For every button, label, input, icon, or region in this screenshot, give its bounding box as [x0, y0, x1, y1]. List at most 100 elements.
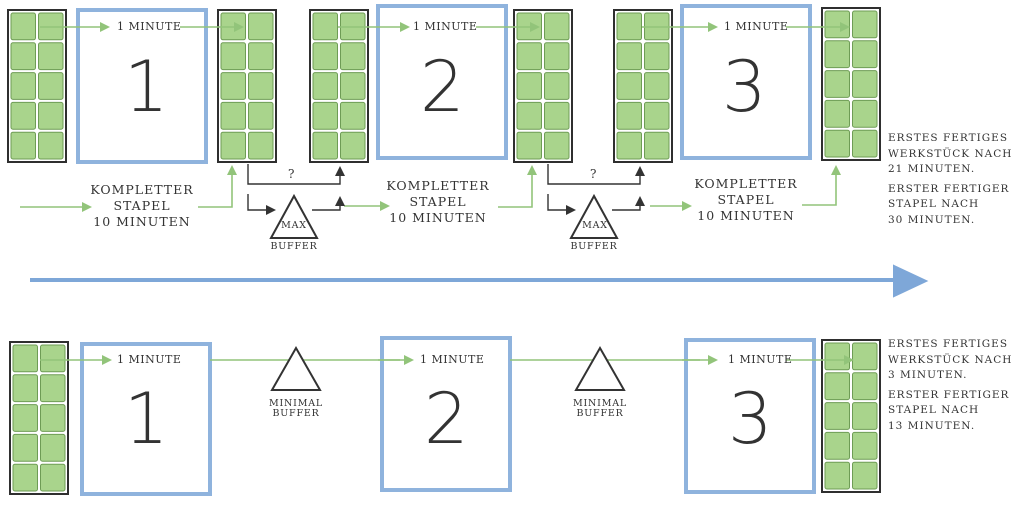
top-step-3-number: 3	[722, 46, 768, 128]
bottom-stack-input-tile	[12, 463, 38, 492]
bottom-note-line-3: 3 Minuten.	[888, 369, 968, 381]
top-process-station-3	[680, 4, 812, 160]
top-note-line-5: Stapel nach	[888, 198, 980, 210]
top-stack-output-tile	[852, 99, 878, 128]
top-stack-2-out-tile	[516, 131, 542, 160]
top-buffer-1-caption: Buffer	[270, 241, 318, 252]
bottom-stack-output-tile	[852, 461, 878, 490]
top-buffer-1-connector	[247, 164, 345, 185]
bottom-buffer-1-caption-line-1: Minimal	[268, 398, 324, 409]
top-stack-output-tile	[824, 40, 850, 69]
top-stack-1-out-tile	[248, 42, 274, 71]
top-stack-input-tile	[10, 131, 36, 160]
top-buffer-2-feed	[547, 194, 576, 215]
top-stack-output-tile	[852, 70, 878, 98]
top-note-line-3: 21 Minuten.	[888, 163, 976, 175]
top-step-2-time-label: 1 Minute	[413, 20, 478, 33]
bottom-buffer-1-caption-line-2: Buffer	[272, 408, 320, 419]
top-stack-2-in-tile	[312, 42, 338, 71]
bottom-process-station-1	[80, 342, 212, 496]
bottom-stack-input-tile	[12, 374, 38, 403]
top-process-station-2	[376, 4, 508, 160]
bottom-step-2-number: 2	[424, 378, 470, 460]
top-stack-2-out-tile	[544, 101, 570, 130]
top-stack-3-in-tile	[644, 101, 670, 130]
top-step-3-stack-label: Kompletter Stapel 10 Minuten	[686, 176, 806, 224]
top-step-1-stack-label-line-1: Kompletter	[90, 182, 194, 197]
bottom-step-3-number: 3	[728, 378, 774, 460]
top-stack-2-in-tile	[312, 131, 338, 160]
bottom-stack-input-tile	[12, 433, 38, 462]
top-note-line-6: 30 Minuten.	[888, 213, 976, 226]
top-stack-1-out-tile	[220, 72, 246, 100]
top-stack-1-out-tile	[248, 72, 274, 100]
bottom-stack-output-tile	[852, 372, 878, 401]
bottom-stack-output-tile	[824, 461, 850, 490]
bottom-stack-input-tile	[40, 404, 66, 432]
bottom-stack-output-tile	[852, 402, 878, 430]
top-stack-input-tile	[10, 42, 36, 71]
top-stack-3-in-tile	[644, 72, 670, 100]
top-stack-3-in-tile	[616, 72, 642, 100]
top-stack-3-in-tile	[616, 12, 642, 41]
bottom-step-1-time-label: 1 Minute	[117, 353, 182, 366]
top-buffer-2-return	[612, 196, 645, 211]
top-step-1-stack-label-line-3: 10 Minuten	[93, 214, 191, 229]
top-note-line-2: Werkstück nach	[888, 147, 1013, 160]
bottom-stack-input-tile	[12, 344, 38, 373]
top-stack-output-tile	[824, 70, 850, 98]
top-process-station-1	[76, 8, 208, 164]
top-stack-1-out-tile	[248, 12, 274, 41]
bottom-stack-input-tile	[40, 433, 66, 462]
bottom-step-1-number: 1	[124, 378, 170, 460]
top-stack-2-out-tile	[516, 101, 542, 130]
bottom-stack-output-tile	[852, 431, 878, 460]
bottom-note-line-6: 13 Minuten.	[888, 419, 976, 432]
top-stack-3-arrow-out	[802, 165, 841, 206]
top-buffer-1-triangle	[269, 193, 319, 239]
top-step-1-number: 1	[124, 46, 170, 128]
top-stack-2-in-tile	[340, 101, 366, 130]
top-stack-2-out-tile	[544, 131, 570, 160]
top-buffer-2-caption: Buffer	[570, 241, 618, 252]
bottom-buffer-2-triangle	[574, 345, 626, 391]
bottom-note-line-1: Erstes fertiges	[888, 338, 1009, 350]
timeline-arrow-head	[893, 264, 929, 298]
top-step-1-time-label: 1 Minute	[117, 20, 182, 33]
bottom-note-line-5: Stapel nach	[888, 404, 980, 416]
bottom-note-line-2: Werkstück nach	[888, 353, 1013, 366]
bottom-process-station-2	[380, 336, 512, 492]
top-buffer-1-feed	[247, 194, 276, 215]
top-stack-2-out-tile	[516, 42, 542, 71]
top-result-note: Erstes fertiges Werkstück nach 21 Minute…	[888, 131, 1018, 228]
top-stack-1-out-tile	[220, 42, 246, 71]
bottom-result-note: Erstes fertiges Werkstück nach 3 Minuten…	[888, 337, 1018, 434]
top-stack-2-out-tile	[516, 72, 542, 100]
top-buffer-1-question: ?	[288, 167, 295, 181]
top-stack-input-tile	[38, 72, 64, 100]
top-stack-output-tile	[824, 10, 850, 39]
bottom-stack-input-tile	[12, 404, 38, 432]
top-step-3-stack-label-line-3: 10 Minuten	[697, 208, 795, 223]
top-stack-2-in-tile	[312, 12, 338, 41]
top-stack-1-arrow-out	[198, 165, 237, 208]
bottom-stack-output-tile	[824, 431, 850, 460]
bottom-buffer-2-caption-line-2: Buffer	[576, 408, 624, 419]
top-step-2-stack-label-line-1: Kompletter	[386, 178, 490, 193]
top-buffer-1-return	[312, 196, 345, 211]
top-stack-input-tile	[10, 12, 36, 41]
top-stack-3-in-tile	[616, 131, 642, 160]
top-stack-input-tile	[38, 42, 64, 71]
top-stack-2-in-tile	[312, 72, 338, 100]
bottom-process-station-3	[684, 338, 816, 494]
bottom-stack-output-tile	[824, 372, 850, 401]
bottom-buffer-2-caption-line-1: Minimal	[572, 398, 628, 409]
top-step-1-stack-label: Kompletter Stapel 10 Minuten	[82, 182, 202, 230]
top-stack-3-in-tile	[644, 42, 670, 71]
top-stack-output-tile	[852, 10, 878, 39]
top-step-2-stack-label-line-2: Stapel	[409, 194, 467, 209]
top-stack-output-tile	[852, 129, 878, 158]
bottom-stack-output-tile	[824, 402, 850, 430]
